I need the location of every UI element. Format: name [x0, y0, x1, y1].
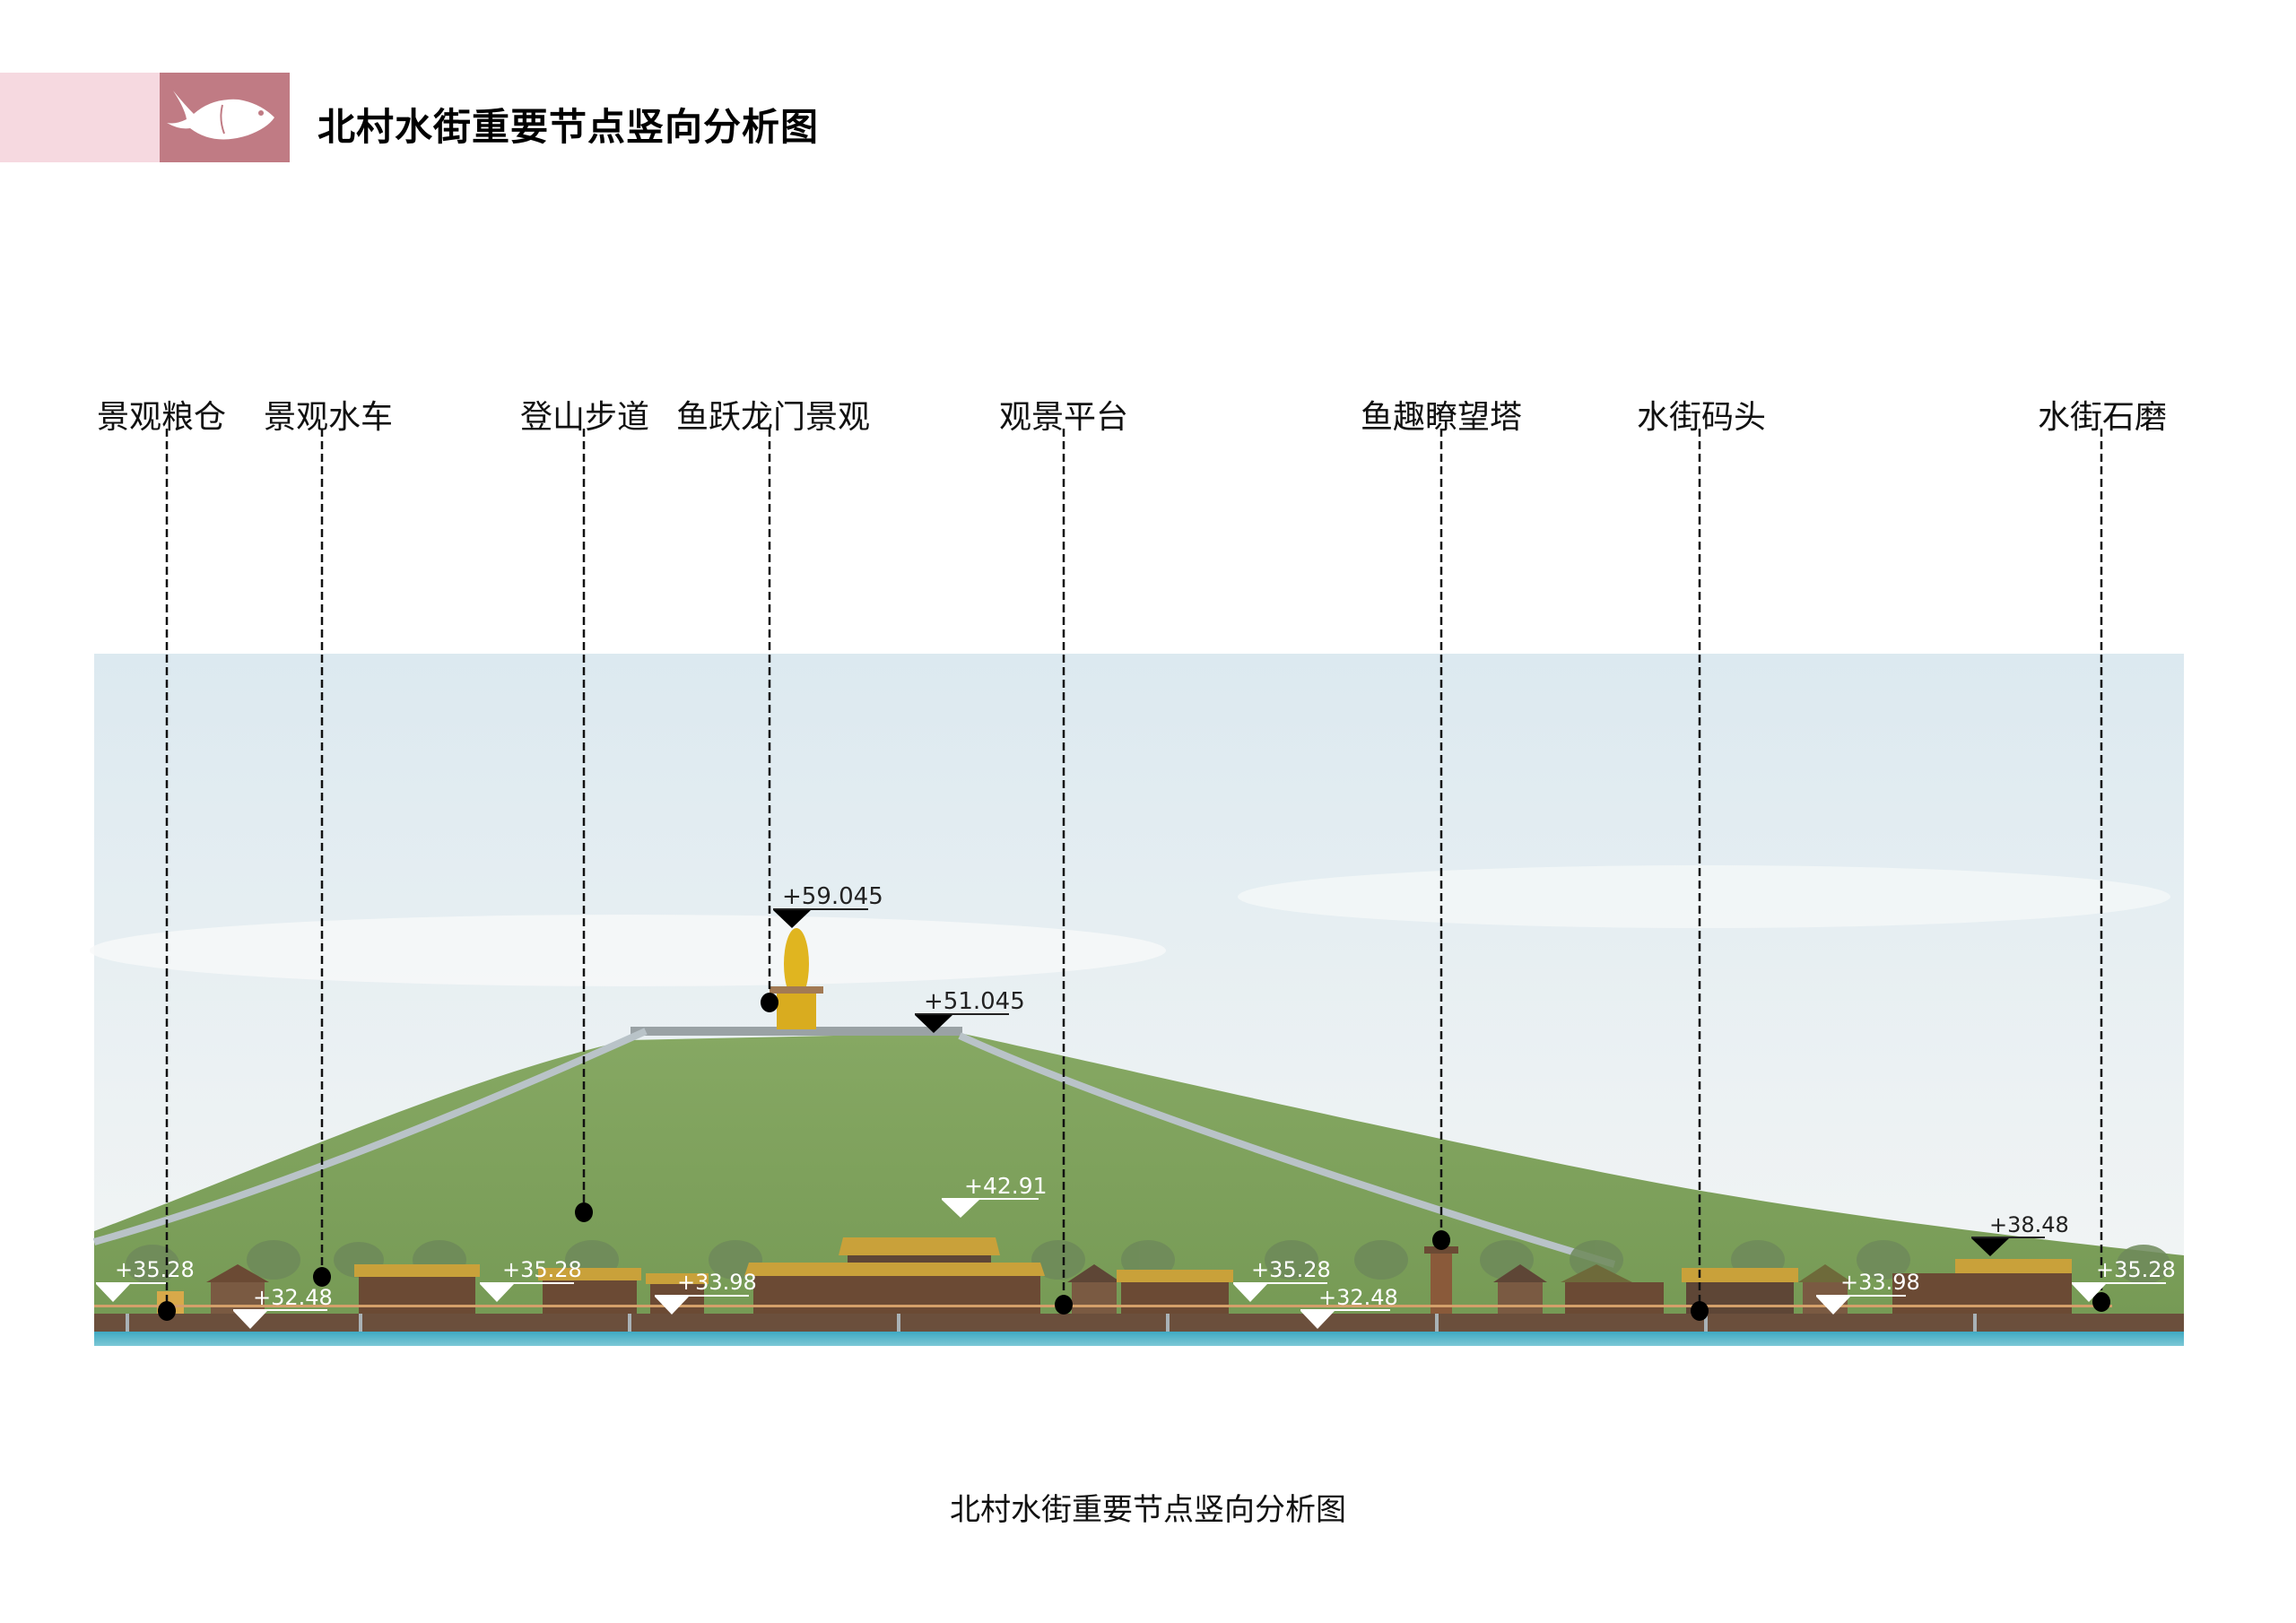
elevation-marker: +35.28: [1233, 1257, 1331, 1302]
elevation-marker: +51.045: [915, 988, 1025, 1033]
svg-text:+35.28: +35.28: [502, 1257, 582, 1282]
elevation-marker: +33.98: [655, 1270, 757, 1315]
house: [1117, 1270, 1233, 1315]
leader-lines: [165, 429, 2103, 1311]
svg-text:+33.98: +33.98: [677, 1270, 757, 1295]
svg-text:+42.91: +42.91: [964, 1173, 1048, 1199]
elevation-marker: +38.48: [1971, 1212, 2069, 1256]
node-dots: [158, 993, 2110, 1321]
svg-text:+32.48: +32.48: [253, 1285, 333, 1310]
node-label-waterwheel: 景观水车: [264, 399, 394, 436]
house: [1682, 1268, 1798, 1315]
elevation-marker: +42.91: [942, 1173, 1048, 1218]
climbing-path-right: [958, 1032, 1616, 1268]
house: [1561, 1264, 1664, 1315]
figure-caption: 北村水街重要节点竖向分析图: [950, 1492, 1346, 1528]
house: [1493, 1264, 1547, 1315]
svg-text:+35.28: +35.28: [1251, 1257, 1331, 1282]
main-hall: [744, 1237, 1045, 1316]
house: [1067, 1264, 1121, 1315]
elevation-marker: +35.28: [2072, 1257, 2176, 1302]
elevation-marker: +33.98: [1816, 1270, 1920, 1315]
elevation-marker: +32.48: [233, 1285, 333, 1329]
svg-text:+35.28: +35.28: [115, 1257, 195, 1282]
railing: [94, 1305, 2112, 1307]
elevation-marker: +59.045: [773, 883, 883, 928]
fish-icon: [167, 91, 274, 140]
node-label-fish-dragon-gate: 鱼跃龙门景观: [676, 399, 871, 436]
elevation-marker: +35.28: [480, 1257, 582, 1302]
node-label-viewing-platform: 观景平台: [999, 399, 1129, 436]
house: [1892, 1259, 2072, 1315]
house: [354, 1264, 480, 1315]
svg-text:+59.045: +59.045: [782, 883, 883, 910]
node-label-climbing-path: 登山步道: [520, 399, 650, 436]
svg-text:+33.98: +33.98: [1840, 1270, 1920, 1295]
fish-dragon-statue: [770, 928, 823, 1029]
climbing-path-left: [92, 1028, 648, 1245]
house: [206, 1264, 269, 1314]
embankment: [94, 1314, 2184, 1332]
node-label-stone-mill: 水街石磨: [2038, 399, 2168, 436]
header-band: [0, 73, 160, 162]
header-logo: [160, 73, 290, 162]
node-label-watchtower: 鱼趣瞭望塔: [1361, 399, 1523, 436]
node-label-pier: 水街码头: [1637, 399, 1767, 436]
hill: [94, 1033, 2184, 1318]
svg-text:+51.045: +51.045: [924, 988, 1025, 1015]
page-title: 北村水街重要节点竖向分析图: [317, 105, 820, 149]
elevation-marker: +32.48: [1300, 1285, 1398, 1329]
svg-text:+35.28: +35.28: [2096, 1257, 2176, 1282]
house: [538, 1268, 641, 1315]
svg-text:+38.48: +38.48: [1989, 1212, 2069, 1237]
svg-text:+32.48: +32.48: [1318, 1285, 1398, 1310]
elevation-marker: +35.28: [96, 1257, 195, 1302]
node-label-granary: 景观粮仓: [97, 399, 227, 436]
water: [94, 1332, 2184, 1346]
buildings: [157, 1237, 2072, 1316]
summit-platform: [631, 1027, 962, 1036]
